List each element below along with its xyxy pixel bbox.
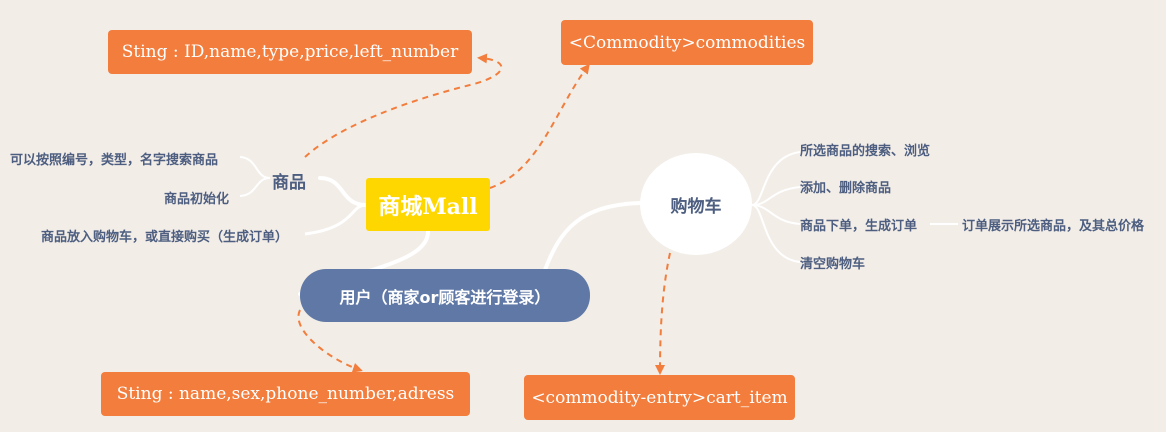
link-product-child-2 — [239, 177, 271, 197]
product-fields-text: Sting : ID,name,type,price,left_number — [121, 42, 459, 62]
commodities-node[interactable]: <Commodity>commodities — [561, 20, 813, 65]
link-root-product — [318, 176, 368, 207]
root-node[interactable]: 商城Mall — [366, 178, 490, 231]
cart-item-text: <commodity-entry>cart_item — [531, 387, 788, 408]
cart-child-order[interactable]: 商品下单，生成订单 — [800, 219, 918, 234]
arrow-root-commodities — [489, 63, 590, 189]
link-product-child-1 — [239, 156, 271, 179]
cart-label: 购物车 — [670, 196, 722, 217]
product-child-search[interactable]: 可以按照编号，类型，名字搜索商品 — [10, 153, 219, 168]
order-detail[interactable]: 订单展示所选商品，及其总价格 — [962, 219, 1145, 234]
cart-node[interactable]: 购物车 — [640, 153, 752, 255]
cart-item-node[interactable]: <commodity-entry>cart_item — [524, 375, 795, 420]
user-fields-node[interactable]: Sting : name,sex,phone_number,adress — [101, 372, 470, 416]
commodities-text: <Commodity>commodities — [568, 32, 806, 53]
link-cart-child-1 — [751, 151, 801, 206]
arrow-product-fields — [304, 53, 503, 158]
product-fields-node[interactable]: Sting : ID,name,type,price,left_number — [108, 30, 472, 74]
link-cart-child-3 — [751, 204, 801, 225]
root-label: 商城Mall — [378, 193, 478, 220]
product-node[interactable]: 商品 — [272, 173, 306, 193]
product-child-init[interactable]: 商品初始化 — [164, 192, 230, 207]
cart-child-search[interactable]: 所选商品的搜索、浏览 — [800, 144, 931, 159]
cart-child-clear[interactable]: 清空购物车 — [800, 257, 866, 272]
link-user-cart — [543, 201, 642, 272]
link-product-fork-top — [304, 203, 367, 236]
product-child-buy[interactable]: 商品放入购物车，或直接购买（生成订单） — [41, 230, 289, 245]
user-fields-text: Sting : name,sex,phone_number,adress — [116, 384, 455, 404]
arrow-user-fields — [297, 309, 363, 373]
link-cart-child-4 — [751, 204, 801, 263]
user-node[interactable]: 用户（商家or顾客进行登录） — [300, 269, 590, 322]
user-label: 用户（商家or顾客进行登录） — [339, 287, 551, 307]
arrow-cart-item — [655, 252, 671, 375]
cart-child-add-remove[interactable]: 添加、删除商品 — [800, 181, 892, 196]
